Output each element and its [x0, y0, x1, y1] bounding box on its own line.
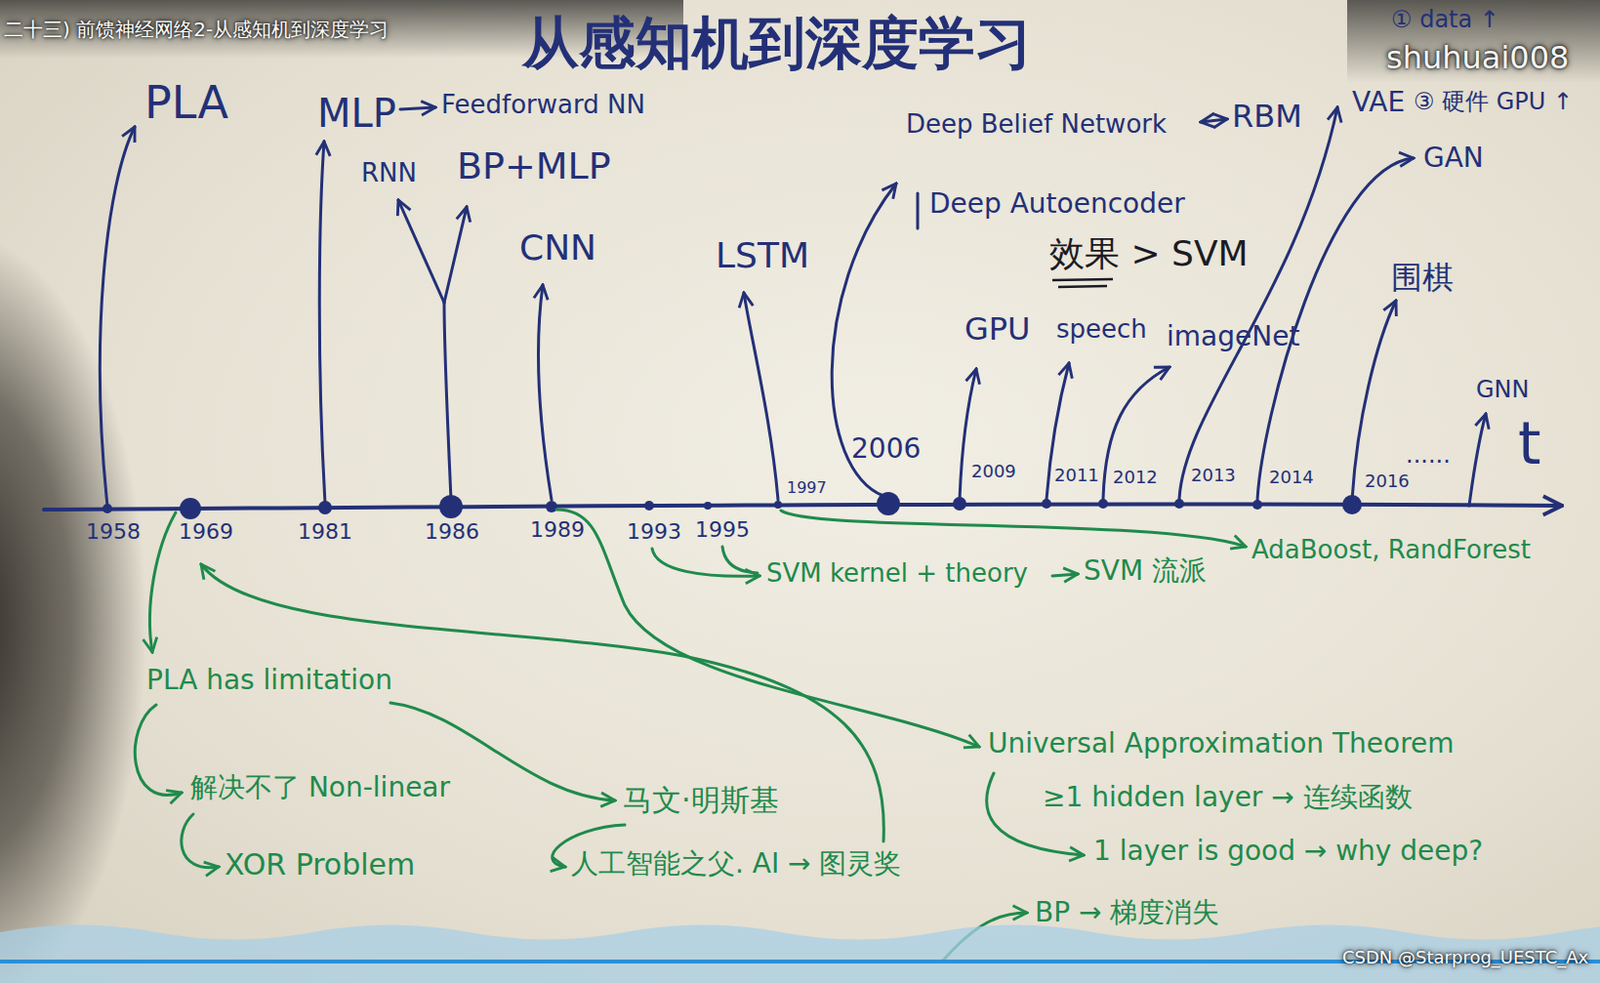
year: 1958 — [85, 519, 141, 545]
model-name: PLA — [144, 76, 229, 130]
note: PLA has limitation — [146, 663, 393, 698]
arrow — [398, 200, 445, 303]
model-name: RNN — [361, 158, 417, 189]
year: 1981 — [297, 519, 353, 545]
video-title: 二十三) 前馈神经网络2-从感知机到深度学习 — [3, 17, 389, 42]
arrow-stem — [444, 302, 452, 500]
axis-label: t — [1517, 408, 1542, 479]
model-name: Feedforward NN — [441, 89, 646, 121]
year-dot — [179, 497, 202, 520]
year: 2012 — [1112, 466, 1158, 489]
year-dots — [102, 492, 1362, 520]
year: 1986 — [424, 519, 480, 545]
arrow — [1469, 413, 1486, 506]
model-name: MLP — [317, 89, 397, 137]
time-axis — [43, 504, 1562, 510]
note: 马文·明斯基 — [622, 782, 780, 819]
note: 效果 > SVM — [1049, 232, 1249, 275]
note: SVM kernel + theory — [766, 558, 1028, 589]
milestone-arrows — [99, 107, 1486, 506]
year: 2014 — [1269, 466, 1314, 489]
watermark: shuhuai008 — [1386, 39, 1569, 77]
arrow — [400, 107, 436, 110]
note: 解决不了 Non-linear — [190, 771, 451, 805]
year-dot — [703, 501, 712, 510]
model-name: GAN — [1423, 141, 1484, 175]
double-underline — [1052, 279, 1113, 288]
year: 1989 — [530, 517, 585, 543]
year-dot — [644, 500, 655, 511]
year: 1969 — [178, 519, 234, 545]
year: 2006 — [851, 432, 921, 466]
note: 1 layer is good → why deep? — [1093, 834, 1483, 868]
note: ③ 硬件 GPU ↑ — [1413, 87, 1573, 117]
model-name: RBM — [1231, 97, 1303, 135]
year: 1993 — [626, 519, 682, 545]
arrow — [134, 704, 182, 795]
model-name: VAE — [1352, 85, 1405, 120]
year: 2016 — [1364, 470, 1410, 493]
note: ≥1 hidden layer → 连续函数 — [1042, 780, 1413, 815]
underline — [1052, 279, 1113, 281]
underline — [1058, 286, 1108, 288]
event-name: 围棋 — [1391, 258, 1454, 296]
event-name: imageNet — [1166, 320, 1300, 354]
footer-credit: CSDN @Starprog_UESTC_Ax — [1342, 946, 1589, 969]
arrow — [444, 206, 467, 303]
arrow — [319, 141, 326, 503]
bracket-bar — [916, 193, 920, 229]
model-name: GNN — [1476, 375, 1530, 405]
arrow-merge — [722, 546, 758, 574]
arrow — [1103, 367, 1170, 500]
arrow — [743, 292, 779, 500]
event-name: speech — [1056, 314, 1148, 345]
note: 人工智能之父. AI → 图灵奖 — [571, 847, 902, 881]
water-band — [0, 925, 1600, 983]
note: AdaBoost, RandForest — [1251, 534, 1531, 566]
note: ① data ↑ — [1391, 5, 1500, 35]
year: 2013 — [1190, 464, 1236, 487]
note: XOR Problem — [224, 847, 415, 883]
arrow — [556, 509, 980, 747]
model-name: LSTM — [715, 234, 810, 277]
note: Universal Approximation Theorem — [987, 727, 1455, 761]
model-name: CNN — [519, 226, 597, 269]
arrow — [537, 285, 552, 500]
event-name: GPU — [964, 310, 1031, 348]
model-name: Deep Autoencoder — [929, 187, 1186, 221]
year: 2009 — [971, 460, 1017, 483]
note: BP → 梯度消失 — [1034, 896, 1220, 930]
year: 2011 — [1054, 464, 1100, 487]
model-name: BP+MLP — [456, 144, 612, 190]
arrow — [780, 510, 1246, 547]
double-arrow — [1200, 119, 1228, 123]
watermark-shade — [1347, 0, 1600, 83]
arrow — [181, 814, 219, 868]
year: 1995 — [695, 517, 750, 543]
arrow — [1052, 574, 1078, 576]
board-title: 从感知机到深度学习 — [522, 9, 1032, 79]
ellipsis: ...... — [1405, 441, 1451, 470]
arrow — [1179, 107, 1338, 500]
note: SVM 流派 — [1083, 554, 1207, 588]
timeline — [43, 504, 1562, 510]
hand-shadow — [0, 234, 147, 983]
year-dot — [774, 500, 782, 509]
arrow — [99, 126, 135, 506]
arrow — [149, 512, 176, 653]
year: 1997 — [786, 478, 827, 497]
model-name: Deep Belief Network — [905, 109, 1167, 140]
